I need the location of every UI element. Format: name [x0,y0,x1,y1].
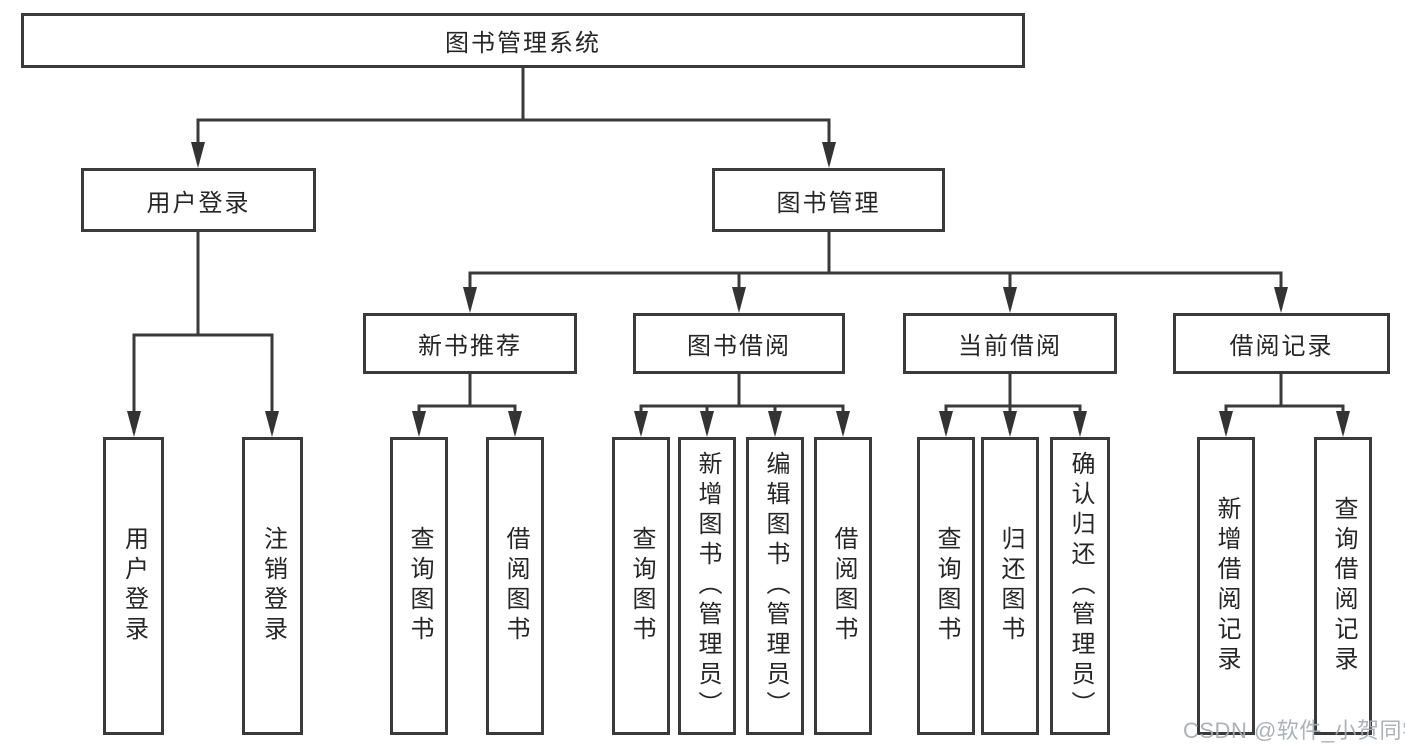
arrowhead [412,411,426,437]
connector-new-book-to-leaves [417,372,517,433]
leaf-query-books-borrow: 查询图书 [612,437,670,735]
arrowhead [1003,287,1017,313]
node-book-borrow: 图书借阅 [633,313,845,374]
connector-user-login-to-leaves [132,230,274,433]
node-borrow-records: 借阅记录 [1173,313,1390,374]
node-borrow-records-label: 借阅记录 [1229,333,1334,360]
connector-borrow-record-to-leaves [1224,372,1345,433]
leaf-confirm-return-admin: 确认归还（管理员） [1050,437,1110,735]
arrowhead [463,287,477,313]
arrowhead [732,287,746,313]
connector-book-management-to-level3 [468,230,1283,309]
node-user-login: 用户登录 [81,168,316,232]
leaf-query-books-borrow-label: 查询图书 [628,526,655,646]
leaf-user-login-label: 用户登录 [120,526,148,646]
leaf-return-books-label: 归还图书 [997,526,1024,646]
leaf-add-book-admin-label: 新增图书（管理员） [694,451,721,721]
node-library-system-label: 图书管理系统 [445,30,601,57]
leaf-query-books-recommend-label: 查询图书 [406,526,433,646]
node-user-login-label: 用户登录 [146,189,251,217]
leaf-borrow-books-recommend: 借阅图书 [486,437,544,735]
arrowhead [508,411,522,437]
leaf-add-book-admin: 新增图书（管理员） [678,437,736,735]
arrowhead [265,411,279,437]
connector-book-borrow-to-leaves [639,372,845,433]
leaf-query-books-current: 查询图书 [917,437,975,735]
arrowhead [768,411,782,437]
watermark: CSDN @软件_小贺同学 [1183,718,1405,743]
node-new-book-recommend: 新书推荐 [363,313,577,374]
node-current-borrow: 当前借阅 [903,313,1117,374]
leaf-add-borrow-record-label: 新增借阅记录 [1213,496,1240,676]
leaf-edit-book-admin: 编辑图书（管理员） [746,437,804,735]
leaf-edit-book-admin-label: 编辑图书（管理员） [762,451,789,721]
connector-root-to-level2 [196,66,831,164]
node-book-management: 图书管理 [712,168,945,232]
arrowhead [1274,287,1288,313]
arrowhead [634,411,648,437]
node-new-book-recommend-label: 新书推荐 [418,333,522,360]
leaf-return-books: 归还图书 [981,437,1039,735]
arrowhead [1073,411,1087,437]
arrowhead [939,411,953,437]
leaf-logout: 注销登录 [242,437,303,735]
node-current-borrow-label: 当前借阅 [958,333,1062,360]
leaf-query-books-recommend: 查询图书 [390,437,448,735]
arrowhead [836,411,850,437]
node-book-borrow-label: 图书借阅 [687,333,791,360]
arrowhead [191,142,205,168]
leaf-add-borrow-record: 新增借阅记录 [1197,437,1255,735]
leaf-borrow-books-recommend-label: 借阅图书 [502,526,529,646]
leaf-query-borrow-record-label: 查询借阅记录 [1330,496,1357,676]
arrowhead [700,411,714,437]
leaf-borrow-books: 借阅图书 [814,437,872,735]
leaf-borrow-books-label: 借阅图书 [830,526,857,646]
arrowhead [127,411,141,437]
leaf-confirm-return-admin-label: 确认归还（管理员） [1067,451,1094,721]
leaf-logout-label: 注销登录 [259,526,287,646]
arrowhead [1003,411,1017,437]
arrowhead [1219,411,1233,437]
leaf-query-borrow-record: 查询借阅记录 [1314,437,1372,735]
node-library-system: 图书管理系统 [21,13,1025,68]
leaf-query-books-current-label: 查询图书 [933,526,960,646]
arrowhead [1336,411,1350,437]
node-book-management-label: 图书管理 [776,189,881,217]
arrowhead [822,142,836,168]
leaf-user-login: 用户登录 [103,437,164,735]
